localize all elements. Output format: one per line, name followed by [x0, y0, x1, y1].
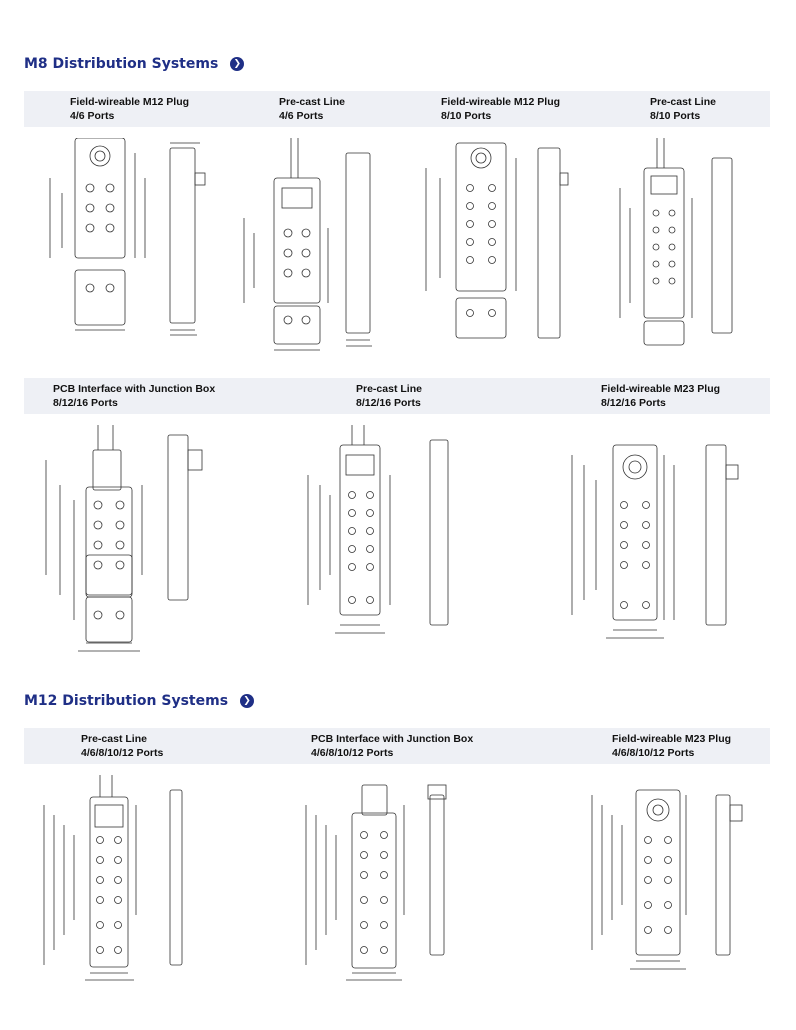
m8-r1-label-4: Pre-cast Line 8/10 Ports — [650, 96, 716, 122]
m8-section-title: M8 Distribution Systems ❯ — [24, 56, 245, 72]
m8-r1-label-1: Field-wireable M12 Plug 4/6 Ports — [70, 96, 190, 122]
m8-row1-header-band — [24, 91, 770, 127]
m8-r2-label-2: Pre-cast Line 8/12/16 Ports — [356, 383, 422, 409]
m12-title-text: M12 Distribution Systems — [24, 693, 229, 709]
m12-row-header-band — [24, 728, 770, 764]
m12-label-2: PCB Interface with Junction Box 4/6/8/10… — [311, 733, 474, 759]
chevron-right-icon[interactable]: ❯ — [230, 57, 245, 71]
m8-drawing-pcb-junction-8-16 — [38, 425, 228, 655]
m8-drawing-field-m23-8-16 — [566, 425, 756, 647]
m8-drawing-field-m12-4-6 — [40, 138, 220, 338]
m8-drawing-precast-8-10 — [612, 138, 762, 356]
m8-r1-label-3: Field-wireable M12 Plug 8/10 Ports — [441, 96, 561, 122]
m8-r2-label-1: PCB Interface with Junction Box 8/12/16 … — [53, 383, 216, 409]
m12-drawing-pcb-junction — [300, 775, 470, 987]
m8-r1-label-2: Pre-cast Line 4/6 Ports — [279, 96, 345, 122]
m12-section-title: M12 Distribution Systems ❯ — [24, 693, 255, 709]
m8-r2-label-3: Field-wireable M23 Plug 8/12/16 Ports — [601, 383, 721, 409]
m8-title-text: M8 Distribution Systems — [24, 56, 219, 72]
m12-drawing-field-m23 — [586, 775, 756, 975]
m8-drawing-field-m12-8-10 — [420, 138, 570, 350]
m8-drawing-precast-8-16 — [300, 425, 470, 643]
m8-row2-header-band — [24, 378, 770, 414]
chevron-right-icon[interactable]: ❯ — [240, 694, 255, 708]
m8-drawing-precast-4-6 — [236, 138, 416, 360]
m12-drawing-precast — [40, 775, 200, 987]
m12-label-3: Field-wireable M23 Plug 4/6/8/10/12 Port… — [612, 733, 732, 759]
m12-label-1: Pre-cast Line 4/6/8/10/12 Ports — [81, 733, 164, 759]
